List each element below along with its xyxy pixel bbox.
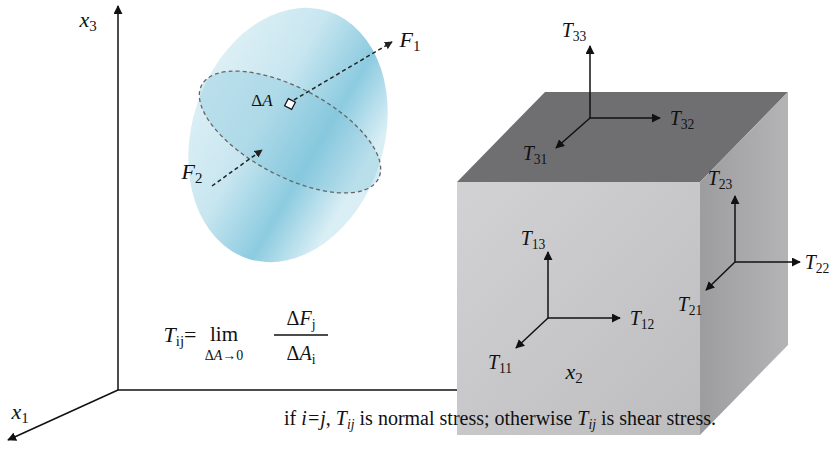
label: T22	[805, 252, 830, 272]
label: x1	[11, 401, 28, 423]
label: T13	[521, 228, 546, 248]
label: lim	[210, 324, 238, 345]
label: ΔFj	[287, 308, 316, 328]
label: ΔAi	[287, 343, 316, 363]
label: T21	[678, 294, 703, 314]
label: x3	[79, 9, 96, 31]
label: T32	[670, 108, 695, 128]
force-arrows	[212, 42, 392, 186]
label: Tij=	[164, 324, 197, 346]
label: x2	[565, 361, 582, 383]
label: ΔA→0	[205, 349, 244, 363]
label: T33	[562, 20, 587, 40]
caption: if i=j, Tij is normal stress; otherwise …	[284, 407, 716, 429]
label: F2	[182, 161, 203, 183]
body-ellipsoid	[157, 0, 420, 288]
fraction-bar	[274, 334, 328, 335]
label: T12	[630, 308, 655, 328]
label: ΔA	[251, 92, 272, 109]
label: F1	[400, 29, 421, 51]
label: T31	[523, 143, 548, 163]
stress-arrows	[516, 46, 800, 348]
label: T23	[708, 168, 733, 188]
label: T11	[488, 352, 512, 372]
stress-cube	[457, 92, 788, 435]
